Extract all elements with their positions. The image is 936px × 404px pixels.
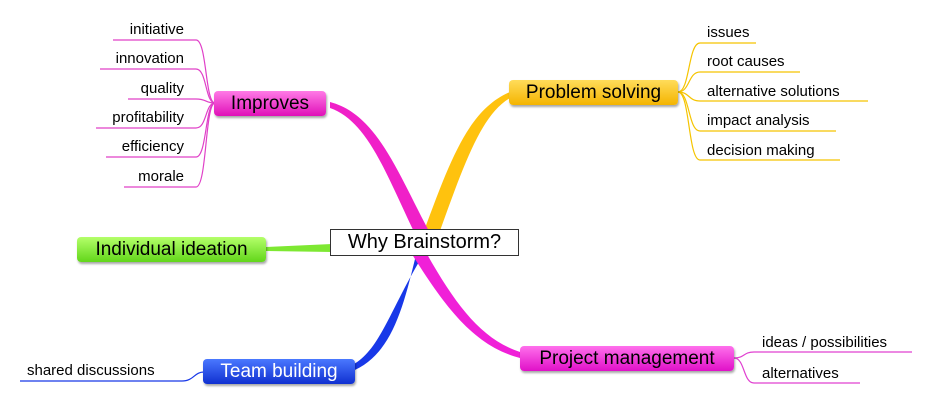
leaf-profitability[interactable]: profitability <box>112 109 184 126</box>
leaf-alternative-solutions[interactable]: alternative solutions <box>707 83 840 100</box>
leaf-connectors-team-building <box>20 371 205 382</box>
branch-node-problem-solving[interactable]: Problem solving <box>509 80 678 105</box>
branch-connector-individual-ideation <box>266 244 332 252</box>
leaf-connectors-improves <box>96 39 216 188</box>
central-topic[interactable]: Why Brainstorm? <box>330 229 519 256</box>
leaf-ideas-possibilities[interactable]: ideas / possibilities <box>762 334 888 351</box>
leaf-morale[interactable]: morale <box>138 168 184 185</box>
leaf-efficiency[interactable]: efficiency <box>121 138 184 155</box>
branch-connector-problem-solving <box>420 92 510 242</box>
leaf-innovation[interactable]: innovation <box>115 50 184 67</box>
leaf-quality[interactable]: quality <box>140 80 184 97</box>
leaf-shared-discussions[interactable]: shared discussions <box>27 362 155 379</box>
leaf-decision-making[interactable]: decision making <box>707 142 815 159</box>
leaf-initiative[interactable]: initiative <box>129 21 184 38</box>
branch-node-project-management[interactable]: Project management <box>520 346 734 371</box>
leaf-connectors-problem-solving <box>677 42 868 161</box>
leaf-issues[interactable]: issues <box>707 24 750 41</box>
leaf-connectors-project-management <box>733 351 912 384</box>
leaf-root-causes[interactable]: root causes <box>707 53 785 70</box>
branch-node-individual-ideation[interactable]: Individual ideation <box>77 237 266 262</box>
branch-connector-team-building <box>350 238 434 372</box>
branch-connector-improves <box>330 102 436 244</box>
leaf-alternatives[interactable]: alternatives <box>762 365 839 382</box>
branch-node-team-building[interactable]: Team building <box>203 359 355 384</box>
branch-node-improves[interactable]: Improves <box>214 91 326 116</box>
branch-connector-project-management <box>402 238 520 358</box>
leaf-impact-analysis[interactable]: impact analysis <box>707 112 810 129</box>
